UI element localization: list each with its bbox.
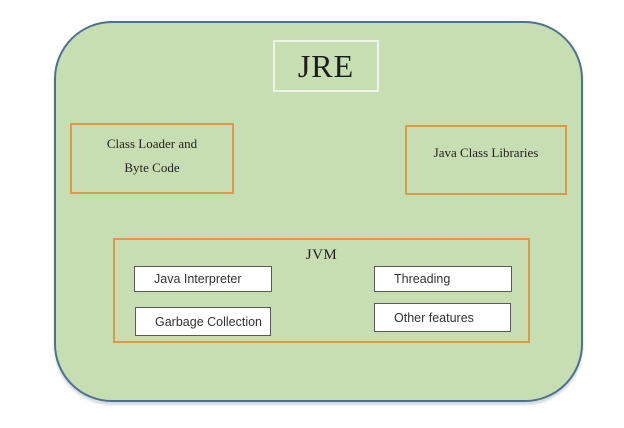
jre-container: JRE Class Loader and Byte Code Java Clas…: [54, 21, 583, 402]
jre-title: JRE: [297, 48, 355, 84]
jre-title-box: JRE: [273, 40, 379, 92]
class-loader-line1: Class Loader and: [106, 135, 198, 151]
class-loader-line2: Byte Code: [124, 159, 180, 175]
class-loader-box: Class Loader and Byte Code: [70, 123, 234, 194]
java-class-libraries-box: Java Class Libraries: [405, 125, 567, 195]
java-class-libraries-label: Java Class Libraries: [433, 145, 539, 160]
jvm-box: JVM Java Interpreter Threading Garbage C…: [113, 238, 530, 343]
jvm-component-other-features: Other features: [374, 303, 511, 332]
jvm-component-garbage-collection: Garbage Collection: [135, 307, 271, 336]
jvm-label: JVM: [305, 247, 338, 263]
jvm-component-threading: Threading: [374, 266, 512, 292]
jvm-component-java-interpreter: Java Interpreter: [134, 266, 272, 292]
